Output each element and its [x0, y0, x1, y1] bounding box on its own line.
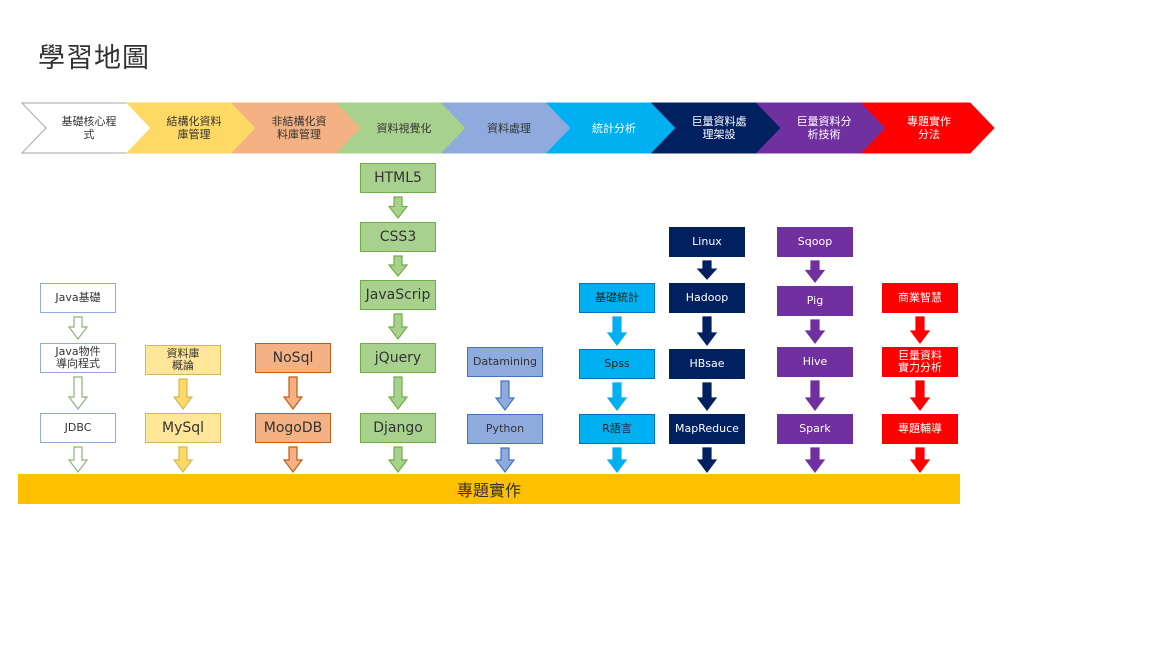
- topic-box: R語言: [579, 414, 655, 444]
- down-arrow-icon: [387, 446, 409, 473]
- topic-box: MogoDB: [255, 413, 331, 443]
- down-arrow-icon: [67, 446, 89, 473]
- chevron-step-9: [860, 102, 995, 154]
- down-arrow-icon: [172, 446, 194, 473]
- topic-box: Datamining: [467, 347, 543, 377]
- topic-box: JavaScrip: [360, 280, 436, 310]
- chevron-step-label: 結構化資料 庫管理: [166, 115, 222, 141]
- topic-box: 巨量資料 實力分析: [882, 347, 958, 377]
- down-arrow-icon: [606, 447, 628, 473]
- chevron-step-label: 統計分析: [592, 121, 636, 135]
- down-arrow-icon: [606, 382, 628, 411]
- down-arrow-icon: [804, 260, 826, 283]
- topic-box: Linux: [669, 227, 745, 257]
- topic-box: JDBC: [40, 413, 116, 443]
- topic-box: HBsae: [669, 349, 745, 379]
- down-arrow-icon: [67, 376, 89, 410]
- down-arrow-icon: [909, 380, 931, 411]
- topic-box: CSS3: [360, 222, 436, 252]
- down-arrow-icon: [282, 376, 304, 410]
- topic-box: Spss: [579, 349, 655, 379]
- down-arrow-icon: [494, 380, 516, 411]
- topic-box: HTML5: [360, 163, 436, 193]
- topic-box: Python: [467, 414, 543, 444]
- topic-box: Spark: [777, 414, 853, 444]
- bottom-bar-label: 專題實作: [456, 481, 521, 500]
- topic-box: MapReduce: [669, 414, 745, 444]
- topic-box: Sqoop: [777, 227, 853, 257]
- down-arrow-icon: [909, 316, 931, 344]
- topic-box: Django: [360, 413, 436, 443]
- topic-box: MySql: [145, 413, 221, 443]
- down-arrow-icon: [909, 447, 931, 473]
- down-arrow-icon: [387, 255, 409, 277]
- down-arrow-icon: [282, 446, 304, 473]
- topic-box: Hive: [777, 347, 853, 377]
- down-arrow-icon: [387, 196, 409, 219]
- down-arrow-icon: [387, 376, 409, 410]
- chevron-step-label: 資料視覺化: [376, 121, 432, 135]
- page-title: 學習地圖: [38, 43, 150, 74]
- chevron-step-label: 基礎核心程 式: [61, 115, 117, 141]
- down-arrow-icon: [804, 380, 826, 411]
- topic-box: Pig: [777, 286, 853, 316]
- topic-box: 商業智慧: [882, 283, 958, 313]
- down-arrow-icon: [804, 319, 826, 344]
- down-arrow-icon: [696, 260, 718, 280]
- topic-box: Hadoop: [669, 283, 745, 313]
- chevron-step-label: 巨量資料分 析技術: [796, 115, 852, 141]
- topic-box: 基礎統計: [579, 283, 655, 313]
- down-arrow-icon: [494, 447, 516, 473]
- chevron-step-label: 資料處理: [487, 121, 531, 135]
- chevron-step-label: 專題實作 分法: [907, 115, 951, 141]
- chevron-step-label: 巨量資料處 理架設: [691, 115, 747, 141]
- topic-box: 資料庫 概論: [145, 345, 221, 375]
- topic-box: NoSql: [255, 343, 331, 373]
- topic-box: jQuery: [360, 343, 436, 373]
- down-arrow-icon: [696, 382, 718, 411]
- down-arrow-icon: [172, 378, 194, 410]
- down-arrow-icon: [696, 447, 718, 473]
- down-arrow-icon: [696, 316, 718, 346]
- down-arrow-icon: [606, 316, 628, 346]
- bottom-bar: 專題實作: [18, 474, 960, 504]
- down-arrow-icon: [804, 447, 826, 473]
- down-arrow-icon: [387, 313, 409, 340]
- chevron-step-label: 非結構化資 料庫管理: [271, 115, 327, 141]
- topic-box: 專題輔導: [882, 414, 958, 444]
- down-arrow-icon: [67, 316, 89, 340]
- topic-box: Java基礎: [40, 283, 116, 313]
- topic-box: Java物件 導向程式: [40, 343, 116, 373]
